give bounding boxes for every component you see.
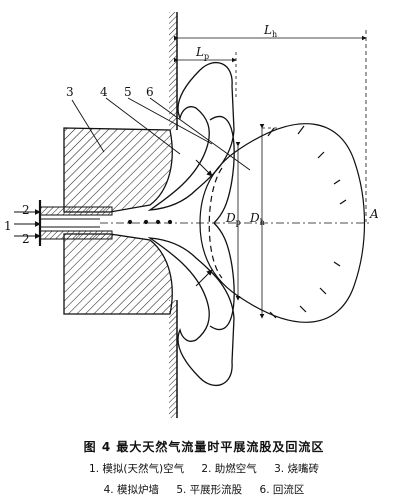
label-3: 3 bbox=[66, 85, 74, 99]
dimension-lines bbox=[173, 30, 367, 319]
flat-jet bbox=[147, 61, 235, 387]
legend-item-3: 3. 烧嘴砖 bbox=[274, 463, 319, 475]
label-6: 6 bbox=[146, 85, 154, 99]
flow-ticks bbox=[127, 125, 347, 319]
caption-legend-line-1: 1. 模拟(天然气)空气 2. 助燃空气 3. 烧嘴砖 bbox=[0, 461, 408, 476]
caption-legend-line-2: 4. 模拟炉墙 5. 平展形流股 6. 回流区 bbox=[0, 482, 408, 497]
figure-caption-title: 图 4 最大天然气流量时平展流股及回流区 bbox=[83, 440, 325, 454]
burner-block bbox=[63, 127, 173, 315]
burner-flow-diagram: 1 2 2 3 4 5 6 Lh Lp Dp Dh A bbox=[4, 12, 379, 418]
label-2-bottom: 2 bbox=[22, 232, 30, 246]
label-1: 1 bbox=[4, 219, 12, 233]
label-Dp: Dp bbox=[225, 211, 241, 227]
recirculation-zone bbox=[195, 123, 366, 323]
label-5: 5 bbox=[124, 85, 132, 99]
legend-item-2: 2. 助燃空气 bbox=[201, 463, 257, 475]
legend-item-1: 1. 模拟(天然气)空气 bbox=[89, 463, 185, 475]
label-A: A bbox=[369, 207, 379, 221]
leader-lines bbox=[71, 97, 251, 171]
label-Dh: Dh bbox=[249, 211, 265, 227]
label-4: 4 bbox=[100, 85, 108, 99]
furnace-wall bbox=[169, 12, 178, 418]
legend-item-6: 6. 回流区 bbox=[259, 484, 305, 496]
legend-item-5: 5. 平展形流股 bbox=[176, 484, 243, 496]
legend-item-4: 4. 模拟炉墙 bbox=[103, 484, 159, 496]
label-2-top: 2 bbox=[22, 203, 30, 217]
nozzle bbox=[14, 200, 113, 246]
label-Lh: Lh bbox=[263, 23, 277, 39]
label-Lp: Lp bbox=[195, 45, 209, 61]
diagram-labels: 1 2 2 3 4 5 6 Lh Lp Dp Dh A bbox=[4, 23, 379, 246]
